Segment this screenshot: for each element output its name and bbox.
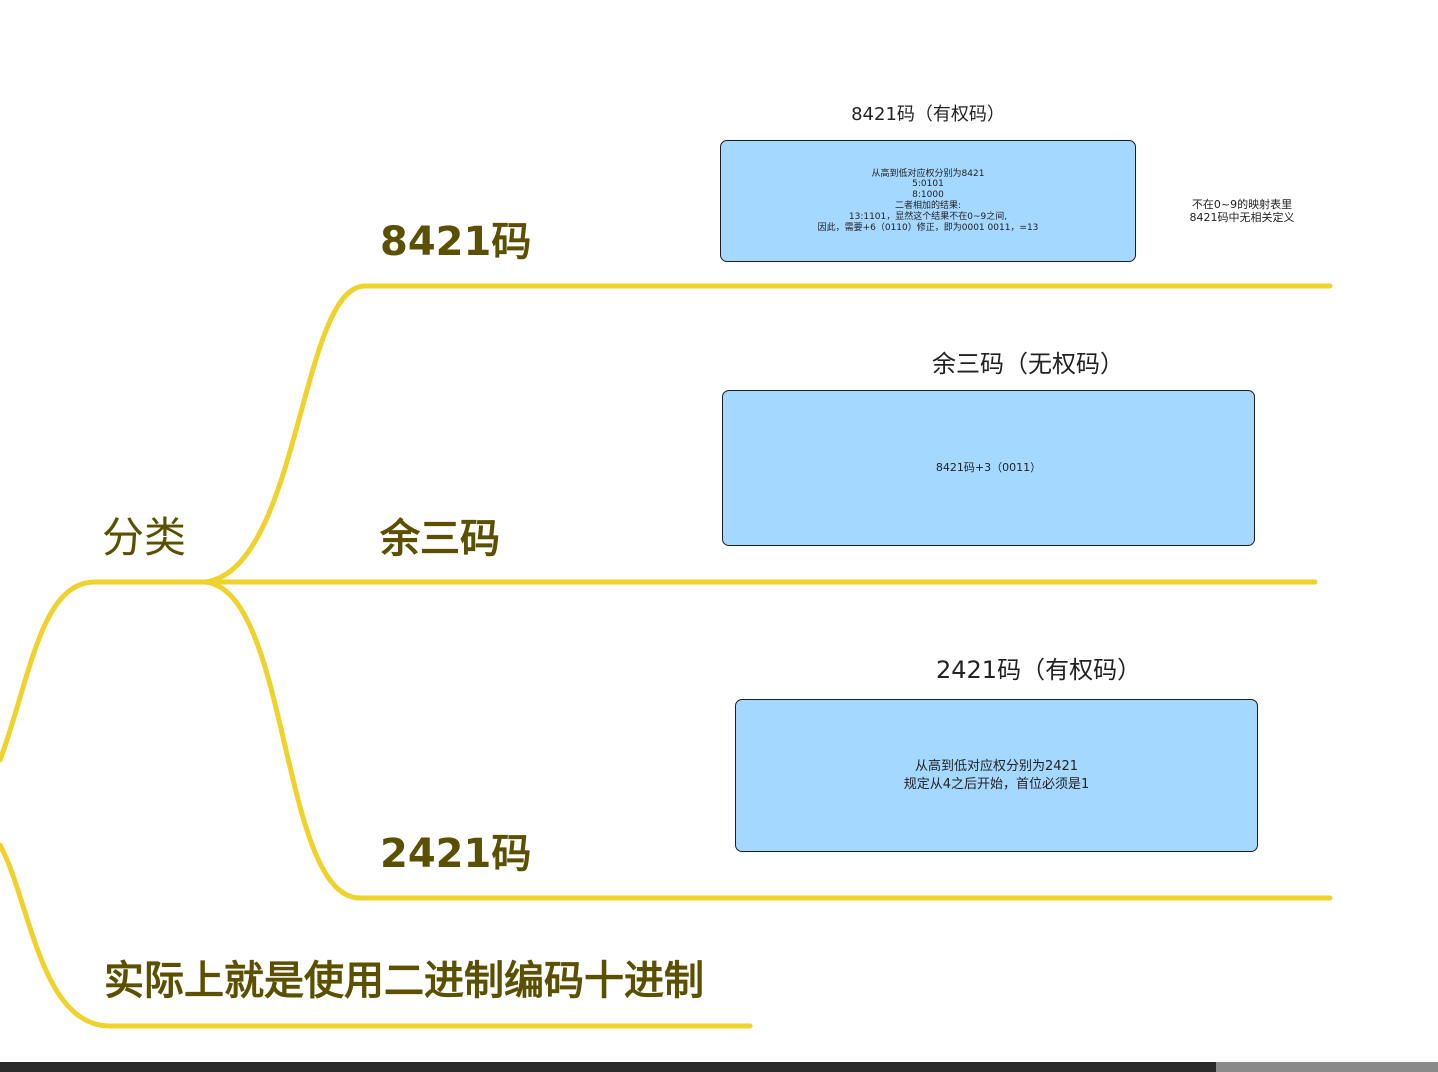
card-8421-line: 因此，需要+6（0110）修正，即为0001 0011，=13 [817,222,1039,233]
connector-8421 [202,283,1333,585]
card-title-excess3: 余三码（无权码） [932,350,1124,378]
card-8421[interactable]: 从高到低对应权分别为8421 5:0101 8:1000 二者相加的结果: 13… [720,140,1136,262]
connector-root-upper [0,579,218,763]
card-title-8421: 8421码（有权码） [851,104,1005,125]
card-8421-line: 13:1101，显然这个结果不在0~9之间, [848,211,1008,222]
card-8421-line: 从高到低对应权分别为8421 [871,168,985,179]
branch-label-2421[interactable]: 2421码 [380,831,532,877]
connector-summary [0,842,753,1029]
card-8421-line: 8:1000 [912,190,944,201]
side-note-line: 不在0~9的映射表里 [1191,198,1293,211]
card-8421-line: 二者相加的结果: [894,201,962,211]
card-excess3[interactable]: 8421码+3（0011） [722,390,1255,546]
card-2421-line: 从高到低对应权分别为2421 [914,758,1079,774]
card-excess3-line: 8421码+3（0011） [935,461,1042,475]
root-node-label[interactable]: 分类 [102,513,187,562]
side-note-8421[interactable]: 不在0~9的映射表里 8421码中无相关定义 [1180,198,1304,224]
card-2421-line: 规定从4之后开始，首位必须是1 [903,776,1090,792]
connector-2421 [202,579,1333,901]
card-2421[interactable]: 从高到低对应权分别为2421 规定从4之后开始，首位必须是1 [735,699,1258,852]
summary-label[interactable]: 实际上就是使用二进制编码十进制 [104,958,704,1004]
bottom-bar [0,1062,1438,1072]
horizontal-scrollbar[interactable] [1216,1062,1438,1072]
side-note-line: 8421码中无相关定义 [1189,210,1295,224]
card-8421-line: 5:0101 [912,179,944,190]
branch-label-8421[interactable]: 8421码 [380,219,532,265]
card-title-2421: 2421码（有权码） [936,656,1142,684]
branch-label-excess3[interactable]: 余三码 [380,516,500,562]
